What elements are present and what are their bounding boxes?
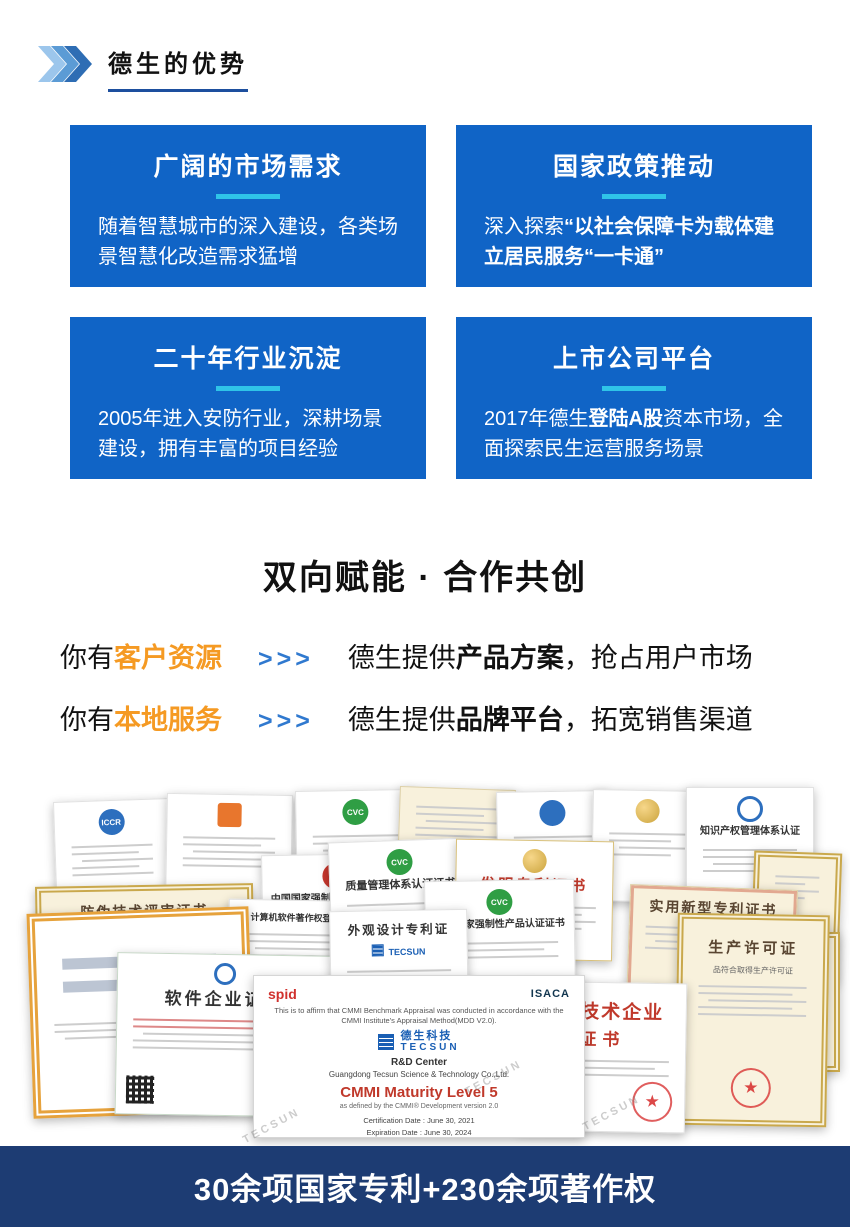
card-title: 二十年行业沉淀 bbox=[153, 345, 343, 373]
tecsun-logo bbox=[371, 944, 385, 957]
certificate-title: 生产许可证 bbox=[708, 939, 799, 958]
arrows-glyph: >>> bbox=[258, 707, 314, 735]
card-title: 广阔的市场需求 bbox=[153, 153, 343, 181]
cvc-logo: CVC bbox=[342, 798, 369, 826]
certificate-subtitle: 证书 bbox=[579, 1029, 626, 1050]
certificate-production-license: 生产许可证 品符合取得生产许可证 ★ bbox=[674, 912, 830, 1128]
qr-code bbox=[125, 1075, 155, 1104]
gold-emblem bbox=[522, 848, 547, 874]
arrows-glyph: >>> bbox=[258, 645, 314, 673]
cmmi-company: Guangdong Tecsun Science & Technology Co… bbox=[328, 1070, 510, 1080]
benefit-body: 德生提供品牌平台，拓宽销售渠道 bbox=[347, 705, 753, 735]
card-underline bbox=[602, 386, 666, 391]
card-body: 2017年德生登陆A股资本市场，全面探索民生运营服务场景 bbox=[484, 408, 783, 460]
card-title: 国家政策推动 bbox=[552, 153, 715, 181]
org-logo bbox=[217, 802, 242, 828]
footer-text: 30余项国家专利+230余项著作权 bbox=[193, 1172, 657, 1207]
certificates-collage: ICCR CVC ★ 知识产权管理体系认证 bbox=[0, 782, 850, 1146]
page-title: 德生的优势 bbox=[108, 44, 248, 92]
chevrons-icon bbox=[38, 46, 92, 82]
iccr-logo: ICCR bbox=[97, 808, 125, 836]
benefit-highlight: 本地服务 bbox=[114, 705, 222, 735]
benefit-row-customers: 你有客户资源 >>> 德生提供产品方案，抢占用户市场 bbox=[60, 636, 753, 675]
red-seal: ★ bbox=[730, 1067, 772, 1109]
certificate-title: 知识产权管理体系认证 bbox=[700, 826, 800, 837]
cvc-logo: CVC bbox=[386, 848, 413, 876]
cmmi-cert-date: Certification Date : June 30, 2021 bbox=[363, 1116, 475, 1126]
card-body: 深入探索“以社会保障卡为载体建立居民服务“一卡通” bbox=[484, 216, 774, 268]
cmmi-dept: R&D Center bbox=[390, 1057, 448, 1069]
cmmi-exp-date: Expiration Date : June 30, 2024 bbox=[366, 1127, 472, 1137]
card-title: 上市公司平台 bbox=[552, 345, 715, 373]
text-lines bbox=[61, 838, 163, 882]
advantages-grid: 广阔的市场需求 随着智慧城市的深入建设，各类场景智慧化改造需求猛增 国家政策推动… bbox=[70, 125, 812, 479]
card-underline bbox=[216, 194, 280, 199]
tecsun-logo bbox=[378, 1034, 395, 1051]
tecsun-name-cn: 德生科技 bbox=[400, 1030, 453, 1043]
text-lines bbox=[688, 980, 817, 1022]
cmmi-level-subtext: as defined by the CMMI® Development vers… bbox=[339, 1103, 499, 1111]
benefit-highlight: 客户资源 bbox=[114, 643, 222, 673]
advantage-card-experience: 二十年行业沉淀 2005年进入安防行业，深耕场景建设，拥有丰富的项目经验 bbox=[70, 317, 426, 479]
org-logo bbox=[539, 799, 566, 827]
benefit-prefix: 你有 bbox=[60, 705, 114, 735]
gold-emblem bbox=[635, 798, 660, 824]
benefit-row-local-service: 你有本地服务 >>> 德生提供品牌平台，拓宽销售渠道 bbox=[60, 698, 753, 737]
advantage-card-listed: 上市公司平台 2017年德生登陆A股资本市场，全面探索民生运营服务场景 bbox=[456, 317, 812, 479]
cmmi-dates: Certification Date : June 30, 2021 Expir… bbox=[268, 1115, 570, 1138]
cmmi-level: CMMI Maturity Level 5 bbox=[340, 1084, 498, 1102]
section-header: 德生的优势 bbox=[38, 44, 248, 92]
card-body: 随着智慧城市的深入建设，各类场景智慧化改造需求猛增 bbox=[98, 216, 398, 268]
card-underline bbox=[216, 386, 280, 391]
benefit-prefix: 你有 bbox=[60, 643, 114, 673]
advantage-card-policy: 国家政策推动 深入探索“以社会保障卡为载体建立居民服务“一卡通” bbox=[456, 125, 812, 287]
cooperation-title: 双向赋能 · 合作共创 bbox=[262, 559, 588, 597]
isaca-logo: ISACA bbox=[530, 988, 570, 1000]
advantage-card-market: 广阔的市场需求 随着智慧城市的深入建设，各类场景智慧化改造需求猛增 bbox=[70, 125, 426, 287]
card-underline bbox=[602, 194, 666, 199]
cmmi-affirm-text: This is to affirm that CMMI Benchmark Ap… bbox=[274, 1006, 564, 1026]
tecsun-name-en: TECSUN bbox=[400, 1041, 460, 1053]
tecsun-logo-block: 德生科技 TECSUN bbox=[268, 1031, 570, 1053]
card-body: 2005年进入安防行业，深耕场景建设，拥有丰富的项目经验 bbox=[98, 408, 383, 460]
benefit-body: 德生提供产品方案，抢占用户市场 bbox=[347, 643, 753, 673]
certificate-subtext: 品符合取得生产许可证 bbox=[712, 965, 793, 976]
cvc-logo: CVC bbox=[486, 888, 513, 916]
certificate-title: 外观设计专利证 bbox=[347, 922, 450, 938]
org-logo bbox=[737, 796, 763, 822]
cmmi-header: spid ISACA bbox=[268, 986, 570, 1002]
certificate-cmmi: spid ISACA This is to affirm that CMMI B… bbox=[253, 975, 585, 1138]
csee-logo bbox=[213, 962, 237, 986]
tecsun-wordmark: TECSUN bbox=[388, 946, 426, 957]
spid-logo: spid bbox=[268, 986, 297, 1002]
footer-banner: 30余项国家专利+230余项著作权 bbox=[0, 1146, 850, 1227]
